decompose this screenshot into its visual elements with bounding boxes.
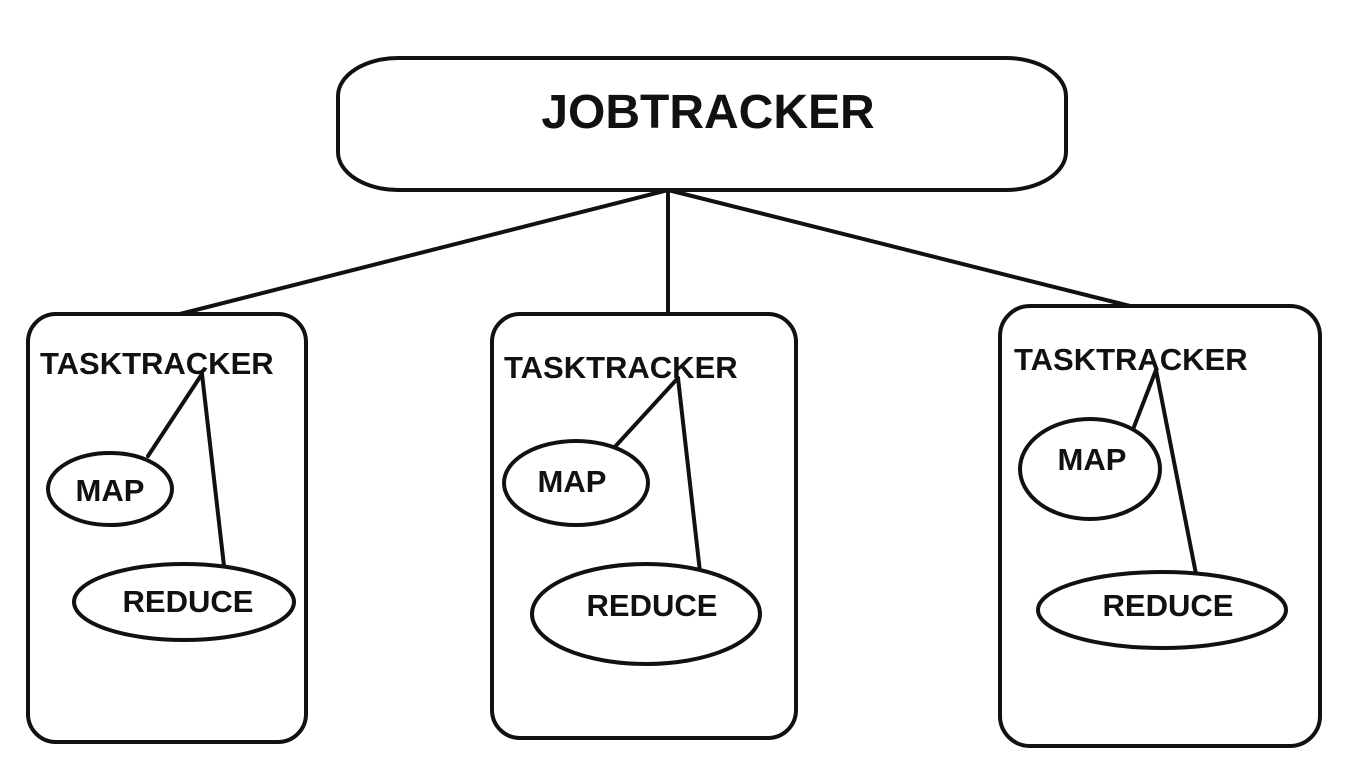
reduce-node-2 xyxy=(530,562,762,666)
edge-jobtracker-to-tasktracker-3 xyxy=(666,188,1132,308)
map-label-2: MAP xyxy=(538,464,607,499)
tasktracker-label-2: TASKTRACKER xyxy=(504,350,738,385)
map-label-1: MAP xyxy=(76,473,145,508)
edge-jobtracker-to-tasktracker-1 xyxy=(178,188,670,316)
edge-tasktracker-3-to-map xyxy=(1130,368,1158,434)
edge-tasktracker-3-to-reduce xyxy=(1154,368,1198,576)
reduce-label-1: REDUCE xyxy=(123,584,254,619)
tasktracker-node-1: TASKTRACKER MAP REDUCE xyxy=(26,312,308,744)
map-node-3 xyxy=(1018,417,1162,521)
jobtracker-box xyxy=(336,56,1068,192)
jobtracker-connectors xyxy=(178,188,1132,316)
tasktracker-label-1: TASKTRACKER xyxy=(40,346,274,381)
edge-tasktracker-1-to-reduce xyxy=(200,372,226,568)
edge-tasktracker-2-to-reduce xyxy=(676,376,702,574)
edge-tasktracker-2-to-map xyxy=(610,376,680,452)
reduce-label-3: REDUCE xyxy=(1103,588,1234,623)
edge-tasktracker-1-to-map xyxy=(146,372,204,458)
tasktracker-label-3: TASKTRACKER xyxy=(1014,342,1248,377)
reduce-label-2: REDUCE xyxy=(587,588,718,623)
map-label-3: MAP xyxy=(1058,442,1127,477)
tasktracker-node-3: TASKTRACKER MAP REDUCE xyxy=(998,304,1322,748)
jobtracker-node: JOBTRACKER xyxy=(336,56,1068,192)
map-node-1 xyxy=(46,451,174,527)
jobtracker-label: JOBTRACKER xyxy=(541,86,874,139)
map-node-2 xyxy=(502,439,650,527)
reduce-node-3 xyxy=(1036,570,1288,650)
tasktracker-node-2: TASKTRACKER MAP REDUCE xyxy=(490,312,798,740)
reduce-node-1 xyxy=(72,562,296,642)
